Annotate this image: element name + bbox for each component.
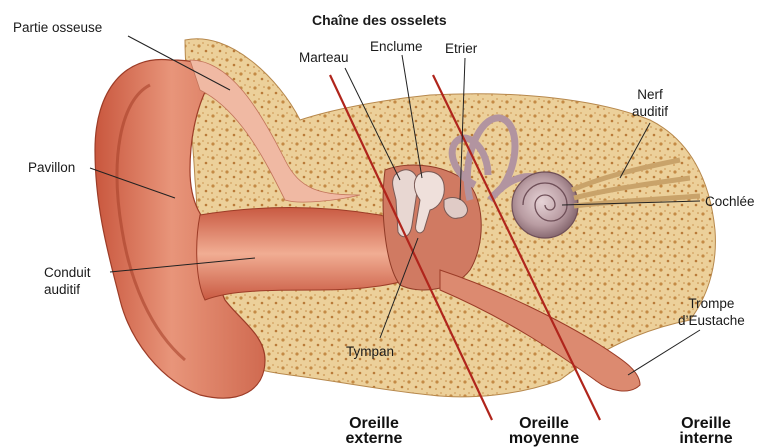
label-nerf-line1: Nerf	[632, 86, 668, 103]
label-nerf-line2: auditif	[632, 103, 668, 120]
label-cochlee: Cochlée	[705, 193, 755, 210]
label-conduit-line2: auditif	[44, 281, 91, 298]
label-tympan: Tympan	[346, 343, 394, 360]
zone-interne-line1: Oreille	[664, 416, 748, 431]
label-trompe-line1: Trompe	[678, 295, 745, 312]
zone-oreille-interne: Oreille interne	[664, 416, 748, 446]
label-trompe-line2: d’Eustache	[678, 312, 745, 329]
label-partie-osseuse: Partie osseuse	[13, 19, 102, 36]
label-enclume: Enclume	[370, 38, 423, 55]
label-conduit-auditif: Conduit auditif	[44, 264, 91, 298]
zone-moyenne-line2: moyenne	[496, 431, 592, 446]
zone-interne-line2: interne	[664, 431, 748, 446]
label-nerf-auditif: Nerf auditif	[632, 86, 668, 120]
label-pavillon: Pavillon	[28, 159, 75, 176]
label-conduit-line1: Conduit	[44, 264, 91, 281]
label-trompe-eustache: Trompe d’Eustache	[678, 295, 745, 329]
leader-trompe	[628, 330, 700, 375]
zone-externe-line1: Oreille	[332, 416, 416, 431]
label-marteau: Marteau	[299, 49, 349, 66]
zone-externe-line2: externe	[332, 431, 416, 446]
zone-moyenne-line1: Oreille	[496, 416, 592, 431]
label-etrier: Etrier	[445, 40, 477, 57]
zone-oreille-moyenne: Oreille moyenne	[496, 416, 592, 446]
zone-oreille-externe: Oreille externe	[332, 416, 416, 446]
ossicle-chain-title: Chaîne des osselets	[312, 12, 447, 28]
